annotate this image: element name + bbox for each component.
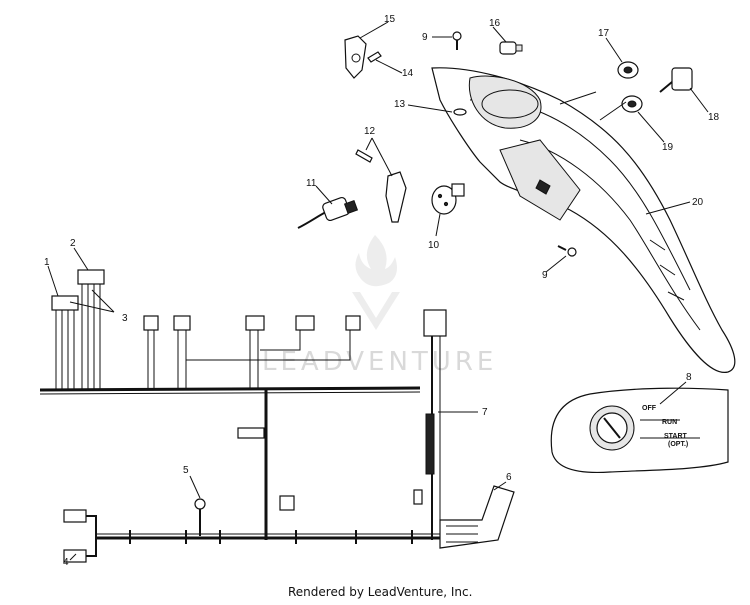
switch-label-run: RUN [662, 419, 677, 426]
mounting-bracket-part [344, 35, 367, 79]
callout-14: 14 [402, 68, 414, 79]
callout-6: 6 [506, 472, 512, 483]
callout-3: 3 [122, 313, 128, 324]
watermark-text: LEADVENTURE [262, 347, 497, 377]
callout-4: 4 [63, 557, 69, 568]
ignition-switch-part [431, 183, 465, 215]
screw-part [452, 31, 462, 50]
callout-numbers: 1 2 3 4 5 6 7 8 9 9 10 11 12 13 14 15 16… [44, 14, 720, 568]
leader-lines [47, 21, 709, 561]
screw-part-2 [557, 245, 577, 257]
callout-16: 16 [489, 18, 501, 29]
callout-8: 8 [686, 372, 692, 383]
toggle-switch-part [355, 149, 407, 223]
wiring-harness [39, 269, 515, 563]
grommet-part-2 [621, 95, 643, 113]
callout-1: 1 [44, 257, 50, 268]
watermark-logo [352, 235, 400, 330]
callout-2: 2 [70, 238, 76, 249]
callout-11: 11 [306, 178, 317, 189]
callout-7: 7 [482, 407, 488, 418]
ignition-panel-inset [550, 387, 729, 474]
callout-20: 20 [692, 197, 704, 208]
grommet-part [617, 61, 639, 79]
callout-12: 12 [364, 126, 376, 137]
callout-19: 19 [662, 142, 674, 153]
callout-5: 5 [183, 465, 189, 476]
switch-label-off: OFF [642, 405, 657, 412]
switch-label-start: START [664, 433, 688, 440]
callout-15: 15 [384, 14, 396, 25]
callout-9-top: 9 [422, 32, 428, 43]
cable-light-part [297, 196, 359, 229]
callout-13: 13 [394, 99, 406, 110]
footer-credit: Rendered by LeadVenture, Inc. [288, 585, 472, 599]
callout-9-bottom: 9 [542, 270, 548, 281]
lamp-part [499, 41, 523, 55]
key-part [659, 67, 693, 93]
switch-label-opt: (OPT.) [668, 441, 688, 448]
pin-part [367, 51, 382, 63]
callout-17: 17 [598, 28, 610, 39]
console-body-part [431, 67, 736, 373]
callout-18: 18 [708, 112, 720, 123]
washer-part [453, 108, 467, 116]
callout-10: 10 [428, 240, 440, 251]
